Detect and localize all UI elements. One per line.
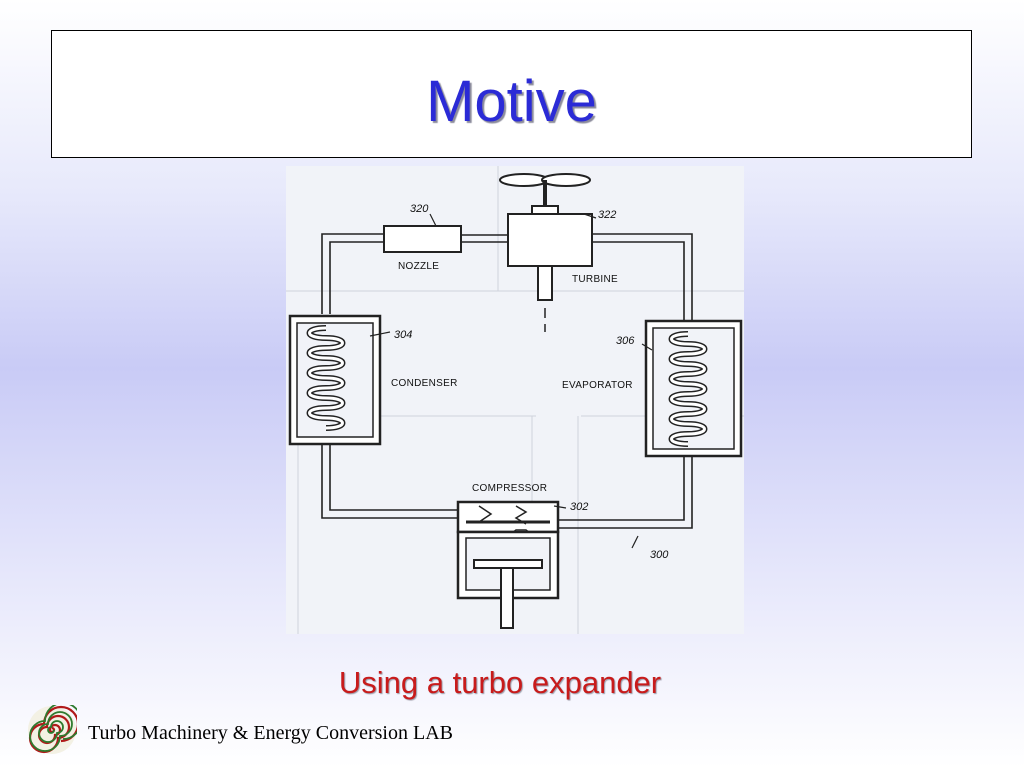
footer-lab-name: Turbo Machinery & Energy Conversion LAB (88, 722, 453, 744)
ref-turbine: 322 (598, 209, 616, 221)
refrigeration-cycle-diagram: NOZZLE TURBINE CONDENSER EVAPORATOR COMP… (286, 166, 744, 634)
piping-loop (321, 233, 693, 529)
spiral-logo-icon (28, 705, 77, 754)
turbine (507, 205, 593, 332)
nozzle-label: NOZZLE (398, 261, 439, 272)
fan-icon (499, 173, 591, 208)
ref-nozzle: 320 (410, 203, 429, 215)
nozzle (383, 225, 462, 253)
ref-loop: 300 (650, 549, 669, 561)
turbine-label: TURBINE (572, 274, 618, 285)
condenser (288, 314, 382, 446)
compressor-label: COMPRESSOR (472, 483, 547, 494)
cycle-svg: NOZZLE TURBINE CONDENSER EVAPORATOR COMP… (286, 166, 744, 634)
condenser-label: CONDENSER (391, 378, 458, 389)
title-box: Motive (51, 30, 972, 158)
ref-condenser: 304 (394, 329, 412, 341)
leader-lines (369, 213, 653, 549)
evaporator-label: EVAPORATOR (562, 380, 633, 391)
evaporator (644, 319, 743, 458)
ref-evaporator: 306 (616, 335, 635, 347)
slide-caption: Using a turbo expander (338, 665, 662, 700)
compressor (456, 500, 560, 629)
ref-compressor: 302 (570, 501, 588, 513)
slide-title: Motive (426, 69, 597, 134)
